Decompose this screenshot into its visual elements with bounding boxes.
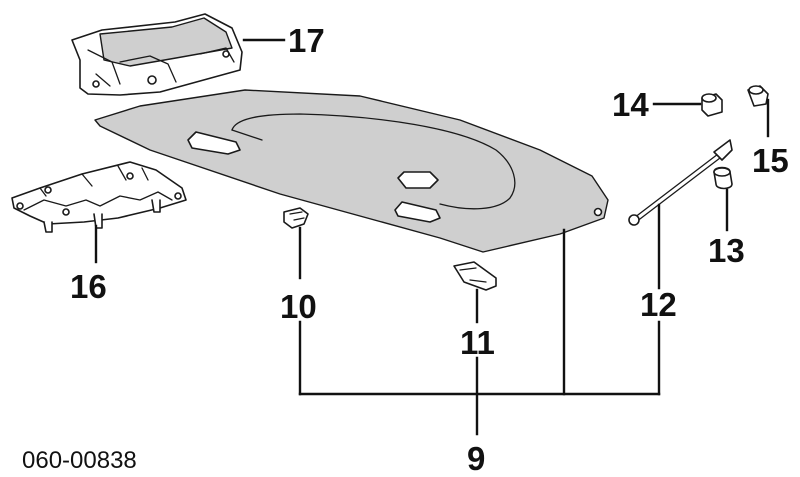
callout-labels: 17 14 15 13 12 16 10 11 9 060-00838: [22, 22, 789, 477]
part-15-fastener: [747, 85, 769, 107]
callout-10: 10: [280, 288, 317, 325]
callout-17: 16: [70, 268, 107, 305]
callout-16: 17: [288, 22, 325, 59]
part-12-support-rod: [628, 139, 733, 226]
part-16-side-trim: [71, 13, 243, 96]
part-17-bracket: [11, 161, 187, 233]
part-11-clip: [453, 261, 497, 291]
callout-9: 9: [467, 440, 485, 477]
callout-13: 13: [708, 232, 745, 269]
callout-12: 12: [640, 286, 677, 323]
part-10-clip: [283, 207, 309, 229]
callout-14: 14: [612, 86, 649, 123]
callout-11: 11: [460, 324, 495, 361]
part-14-grommet: [701, 93, 723, 117]
leader-lines: [94, 38, 770, 436]
callout-15: 15: [752, 142, 789, 179]
parcel-shelf-panel: [94, 89, 609, 253]
diagram-code: 060-00838: [22, 447, 137, 474]
part-13-cap: [713, 166, 733, 190]
